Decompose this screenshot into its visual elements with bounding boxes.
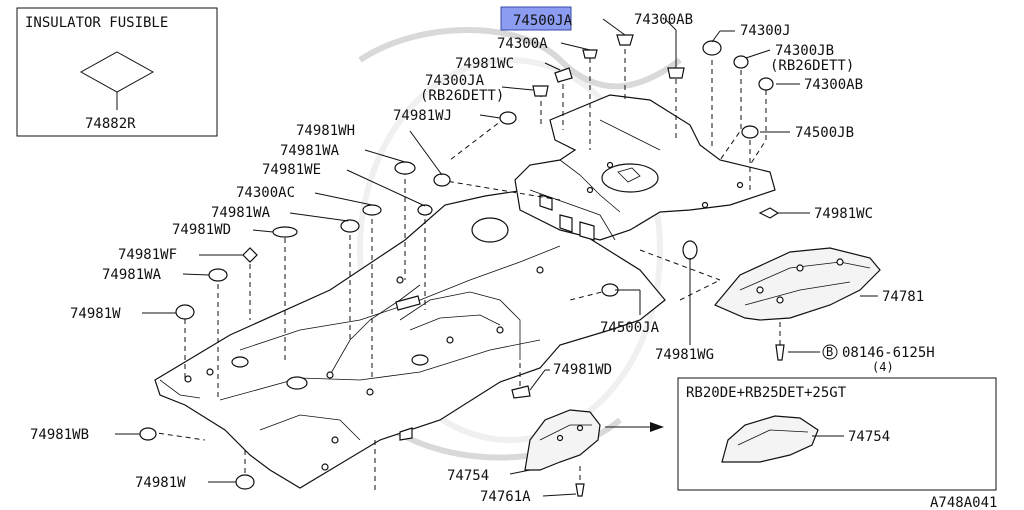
callout-74300ab-top[interactable]: 74300AB bbox=[634, 12, 693, 28]
callout-74754[interactable]: 74754 bbox=[447, 468, 489, 484]
callout-74500ja-mid[interactable]: 74500JA bbox=[600, 320, 660, 336]
callout-74300jb[interactable]: 74300JB bbox=[775, 43, 834, 59]
patch-74981wf bbox=[242, 247, 258, 263]
callout-74300jb-note: (RB26DETT) bbox=[770, 58, 854, 74]
bolt-marker-circle bbox=[822, 344, 838, 360]
callout-bolt-qty: (4) bbox=[872, 360, 894, 374]
variant-insulator-shape bbox=[721, 415, 819, 463]
callout-74981wd-left[interactable]: 74981WD bbox=[172, 222, 231, 238]
patch-74981wd-mid bbox=[511, 385, 531, 399]
insulator-box-title: INSULATOR FUSIBLE bbox=[25, 15, 168, 31]
grommet-74981wb bbox=[139, 427, 157, 441]
rear-floor-panel bbox=[514, 94, 776, 241]
patch-74981wj bbox=[499, 111, 517, 125]
plug-74300ab-top bbox=[667, 67, 685, 79]
heat-insulator-74754 bbox=[524, 409, 601, 471]
patch-74981wa-2 bbox=[340, 219, 360, 233]
callout-74981wa-3[interactable]: 74981WA bbox=[102, 267, 162, 283]
insulator-sheet-icon bbox=[79, 51, 155, 93]
callout-74981we[interactable]: 74981WE bbox=[262, 162, 321, 178]
callouts: 74500JA 74300AB 74300A 74300J 74981WC 74… bbox=[30, 12, 997, 510]
patch-74981wd-left bbox=[272, 226, 298, 238]
variant-box-part: 74754 bbox=[848, 429, 890, 445]
callout-bolt-part[interactable]: 08146-6125H bbox=[842, 345, 935, 361]
plug-74300a bbox=[582, 49, 598, 59]
callout-74300ja-note: (RB26DETT) bbox=[420, 88, 504, 104]
callout-74981wc-right[interactable]: 74981WC bbox=[814, 206, 873, 222]
bolt-08146-6125h bbox=[775, 344, 785, 361]
patch-74981we bbox=[417, 204, 433, 216]
callout-74981wf[interactable]: 74981WF bbox=[118, 247, 177, 263]
patch-74981wc-top bbox=[554, 67, 573, 83]
callout-74981wh[interactable]: 74981WH bbox=[296, 123, 355, 139]
callout-74300ja[interactable]: 74300JA bbox=[425, 73, 485, 89]
plug-74300ja bbox=[532, 85, 549, 97]
plug-74300ab-right bbox=[758, 77, 774, 91]
callout-74981w-1[interactable]: 74981W bbox=[70, 306, 121, 322]
plug-74300j bbox=[702, 40, 722, 56]
patch-74981wc-right bbox=[758, 207, 780, 219]
callout-74500jb[interactable]: 74500JB bbox=[795, 125, 854, 141]
callout-74500ja-top[interactable]: 74500JA bbox=[513, 13, 573, 29]
insulator-fusible-box: INSULATOR FUSIBLE 74882R bbox=[16, 7, 218, 137]
callout-74300a[interactable]: 74300A bbox=[497, 36, 548, 52]
callout-74981w-2[interactable]: 74981W bbox=[135, 475, 186, 491]
patch-74981wg bbox=[682, 240, 698, 260]
grommet-74981w-2 bbox=[235, 474, 255, 490]
callout-74981wg[interactable]: 74981WG bbox=[655, 347, 714, 363]
grommet-74981w-1 bbox=[175, 304, 195, 320]
variant-box: RB20DE+RB25DET+25GT 74754 bbox=[677, 377, 997, 491]
callout-74761a[interactable]: 74761A bbox=[480, 489, 531, 505]
callout-74981wc-top[interactable]: 74981WC bbox=[455, 56, 514, 72]
grommet-74500ja-top bbox=[616, 34, 634, 46]
callout-74981wa-1[interactable]: 74981WA bbox=[280, 143, 340, 159]
callout-74300j[interactable]: 74300J bbox=[740, 23, 791, 39]
highlight-box bbox=[500, 6, 572, 31]
diagram-code: A748A041 bbox=[930, 495, 997, 510]
patch-74981wa-3 bbox=[208, 268, 228, 282]
insulator-box-part: 74882R bbox=[85, 116, 136, 132]
bolt-marker: B bbox=[826, 345, 833, 359]
plug-74300ac bbox=[362, 204, 382, 216]
callout-74300ab-right[interactable]: 74300AB bbox=[804, 77, 863, 93]
plug-74300jb bbox=[733, 55, 749, 69]
clip-74761a bbox=[575, 483, 585, 497]
grommet-74500jb bbox=[741, 125, 759, 139]
patch-74981wh bbox=[433, 173, 451, 187]
guide-lines bbox=[149, 40, 781, 490]
floor-panel bbox=[154, 189, 666, 489]
callout-74981wd-mid[interactable]: 74981WD bbox=[553, 362, 612, 378]
heat-insulator-74781 bbox=[714, 247, 881, 321]
leader-lines bbox=[115, 18, 878, 497]
patch-74981wa-1 bbox=[394, 161, 416, 175]
callout-74981wj[interactable]: 74981WJ bbox=[393, 108, 452, 124]
callout-74981wa-2[interactable]: 74981WA bbox=[211, 205, 271, 221]
variant-arrow bbox=[605, 422, 664, 432]
variant-box-title: RB20DE+RB25DET+25GT bbox=[686, 385, 847, 401]
callout-74300ac[interactable]: 74300AC bbox=[236, 185, 295, 201]
callout-74981wb[interactable]: 74981WB bbox=[30, 427, 89, 443]
callout-74781[interactable]: 74781 bbox=[882, 289, 924, 305]
